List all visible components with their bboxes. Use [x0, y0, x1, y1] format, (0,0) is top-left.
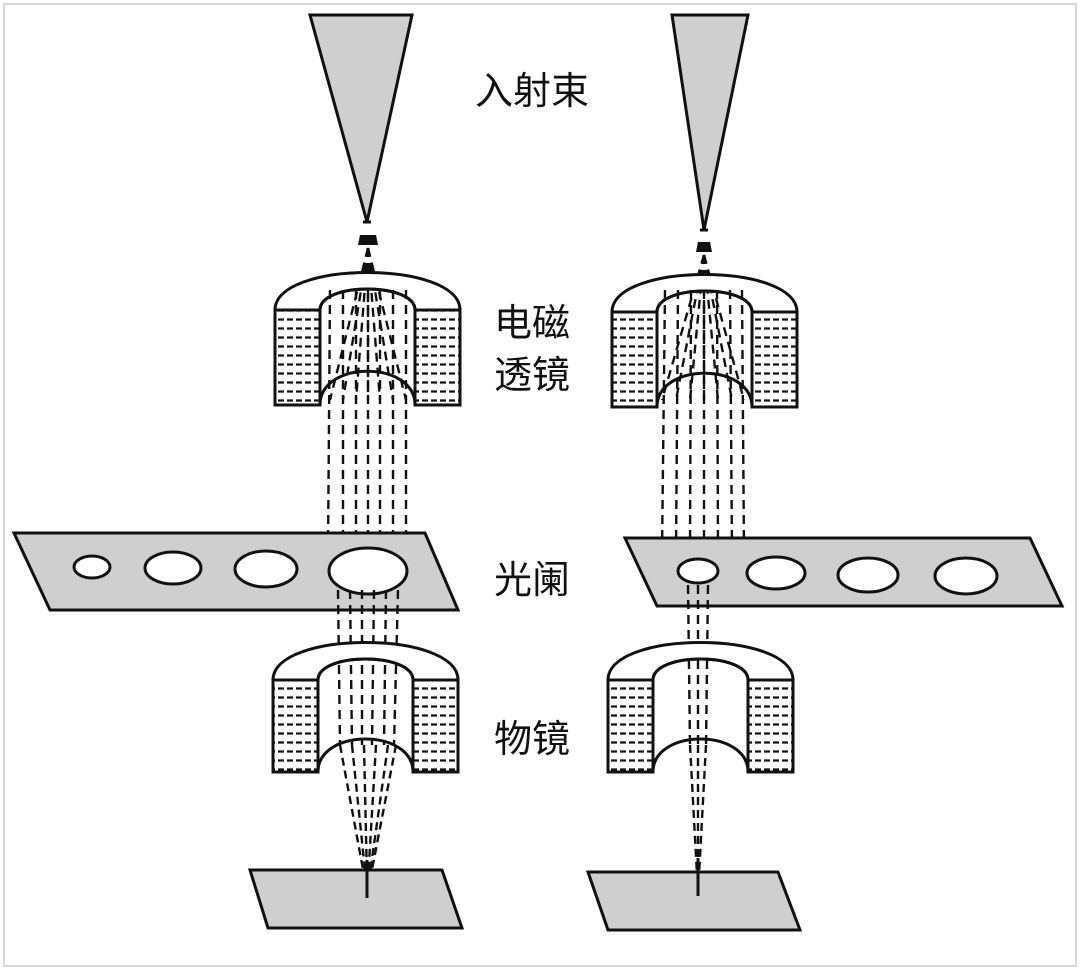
electromagnetic-lens-label-line1: 电磁 — [494, 301, 570, 345]
left-beam-rays-lower — [336, 589, 400, 746]
objective-lens-label: 物镜 — [494, 717, 570, 761]
right-beam-rays-focus — [688, 744, 708, 876]
right-incident-beam-cone — [670, 13, 750, 231]
right-specimen-plate — [585, 870, 803, 932]
left-selected-aperture-hole — [327, 546, 409, 596]
left-column — [11, 13, 465, 930]
incident-beam-label: 入射束 — [475, 69, 589, 113]
left-beam-rays-middle — [326, 289, 408, 553]
right-column — [585, 13, 1065, 932]
figure-frame — [3, 3, 1077, 967]
right-objective-lens — [606, 641, 795, 774]
right-aperture-strip — [622, 536, 1065, 608]
left-beam-rays-focus — [338, 744, 398, 881]
right-beam-rays-middle — [660, 289, 746, 553]
right-selected-aperture-hole — [676, 557, 720, 585]
right-beam-crossover — [696, 228, 712, 252]
left-incident-beam-cone — [308, 13, 414, 223]
center-labels: 入射束 电磁 透镜 光阑 物镜 — [475, 69, 589, 761]
left-specimen-plate — [247, 868, 465, 930]
right-beam-rays-lower — [686, 584, 710, 746]
right-electromagnetic-lens — [610, 273, 799, 409]
aperture-label: 光阑 — [494, 558, 570, 602]
left-objective-lens — [271, 641, 460, 774]
left-beam-crossover — [358, 220, 378, 245]
electromagnetic-lens-label-line2: 透镜 — [494, 353, 570, 397]
left-aperture-strip — [11, 531, 461, 612]
